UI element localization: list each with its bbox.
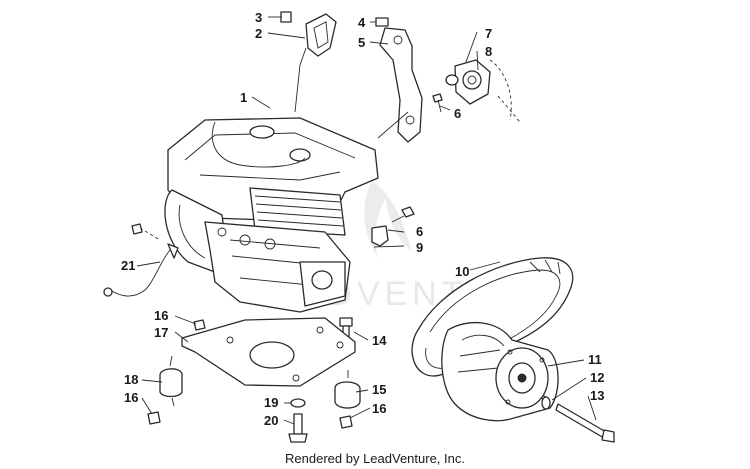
callout-16-c: 16 xyxy=(124,390,138,405)
callout-11: 11 xyxy=(588,352,602,367)
rope-clip xyxy=(280,11,292,23)
callout-8: 8 xyxy=(485,44,492,59)
ground-wire xyxy=(103,223,179,297)
callout-3: 3 xyxy=(255,10,262,25)
bolt-6-upper xyxy=(432,93,443,113)
rubber-mount-15 xyxy=(334,370,361,409)
callout-5: 5 xyxy=(358,35,365,50)
callout-16-b: 16 xyxy=(372,401,386,416)
callout-14: 14 xyxy=(372,333,387,348)
bolt-20 xyxy=(288,413,308,443)
bolt-6-lower xyxy=(391,206,415,223)
callout-21: 21 xyxy=(121,258,135,273)
nut-16-upper xyxy=(193,319,206,331)
callout-17: 17 xyxy=(154,325,168,340)
callout-13: 13 xyxy=(590,388,604,403)
nut-16-left xyxy=(147,411,161,425)
bracket xyxy=(377,27,423,143)
clutch xyxy=(441,321,559,422)
washer-19 xyxy=(290,398,306,408)
callout-16-a: 16 xyxy=(154,308,168,323)
callout-10: 10 xyxy=(455,264,469,279)
callout-12: 12 xyxy=(590,370,604,385)
bearing-housing xyxy=(445,59,521,123)
callout-18: 18 xyxy=(124,372,138,387)
washer-12 xyxy=(541,396,551,410)
nut-16-lower xyxy=(339,415,353,429)
bolt-4 xyxy=(375,17,389,27)
callout-6-upper: 6 xyxy=(454,106,461,121)
callout-19: 19 xyxy=(264,395,278,410)
leader-lines xyxy=(136,16,597,425)
callout-15: 15 xyxy=(372,382,386,397)
rubber-mount-18 xyxy=(159,355,183,407)
callout-1: 1 xyxy=(240,90,247,105)
callout-2: 2 xyxy=(255,26,262,41)
footer-credit: Rendered by LeadVenture, Inc. xyxy=(285,451,465,466)
callout-9: 9 xyxy=(416,240,423,255)
callout-7: 7 xyxy=(485,26,492,41)
small-bracket xyxy=(371,225,389,247)
callout-4: 4 xyxy=(358,15,366,30)
recoil-handle xyxy=(294,13,337,113)
callout-20: 20 xyxy=(264,413,278,428)
callouts: 1 2 3 4 5 6 6 7 8 9 10 11 12 13 14 15 16… xyxy=(121,10,604,428)
engine-plate xyxy=(181,317,356,387)
engine xyxy=(164,117,379,313)
callout-6-lower: 6 xyxy=(416,224,423,239)
clutch-bolt xyxy=(555,403,615,443)
